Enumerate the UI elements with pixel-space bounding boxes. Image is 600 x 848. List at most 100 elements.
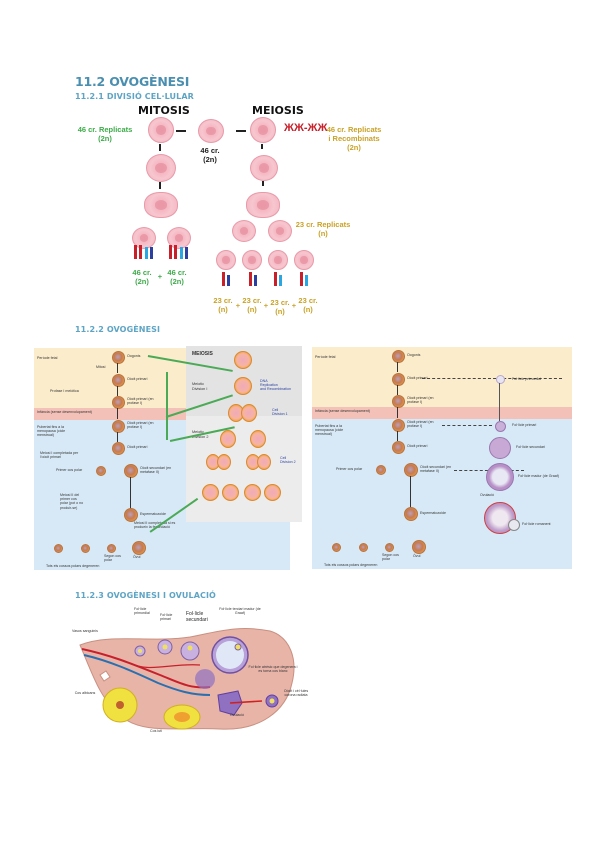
cell-division-1-label: Cell Division 1 xyxy=(272,408,288,416)
footer-label: Tots els cossos polars degeneren xyxy=(324,563,378,567)
bottom-margin xyxy=(34,570,290,576)
cell-label: Segon cos polar xyxy=(382,553,399,562)
connector xyxy=(410,476,411,518)
label-line: (2n) xyxy=(135,277,149,286)
primary-oocyte-cell xyxy=(392,395,405,408)
primary-follicle xyxy=(495,421,506,432)
meiosis-cell xyxy=(217,454,231,470)
chromosome xyxy=(180,247,183,259)
meiosis-gamete-2 xyxy=(242,250,262,270)
label-line: (n) xyxy=(318,229,328,238)
label-line: DNA xyxy=(260,379,268,383)
label-line: (n) xyxy=(275,307,285,316)
chromosome xyxy=(174,245,177,259)
meiosis-result-4: 23 cr. (n) xyxy=(296,296,320,314)
stage-label: Període fetal xyxy=(37,356,58,360)
mature-follicle-label: Fol·licle terciari madur (de Graaf) xyxy=(219,607,261,616)
follicle-nucleus xyxy=(234,643,242,651)
corpus-luteum-center xyxy=(174,712,190,722)
cell-label: Oòcit primari (en profase I) xyxy=(407,420,434,429)
stage-label: Infància (sense desenvolupament) xyxy=(37,410,92,414)
corpus-albicans-label: Cos albicans xyxy=(74,691,96,695)
process-label: Mitosi xyxy=(96,365,106,369)
primordial-follicle xyxy=(496,375,505,384)
polar-body-cell xyxy=(376,465,386,475)
corpus-luteum-center xyxy=(116,701,124,709)
meiotic-division-1-label: Meiotic Division I xyxy=(192,382,208,391)
label-line: 23 cr. xyxy=(213,296,233,305)
artery-branch xyxy=(129,662,201,669)
meiosis-mid-label: 23 cr. Replicats (n) xyxy=(292,220,354,238)
cell-label: Espermatozoide xyxy=(420,511,446,515)
artery xyxy=(81,648,211,689)
meiosis-cell xyxy=(234,351,252,369)
cell-label: Oòcit primari xyxy=(407,376,428,380)
cell-label: Oogonis xyxy=(407,353,421,357)
mitosis-cell-1 xyxy=(148,117,174,143)
mitosis-cell-2 xyxy=(146,154,176,182)
meiosis-cell xyxy=(241,404,257,422)
meiosis-gamete-4 xyxy=(294,250,314,270)
label-line: Cell xyxy=(280,456,287,460)
cell-label: Oòcit secundari (en metafase II) xyxy=(420,465,452,474)
connector xyxy=(397,362,398,372)
label-line: 23 cr. xyxy=(270,298,290,307)
cell-label: Oogonis xyxy=(127,354,141,358)
recombination-chromosomes-icon: ЖЖ-ЖЖ xyxy=(284,122,328,134)
meiosis-cell-1 xyxy=(250,117,276,143)
primary-oocyte-cell xyxy=(112,374,125,387)
connector xyxy=(397,407,398,418)
oogenesis-diagram-right: Període fetal Infància (sense desenvolup… xyxy=(312,347,572,575)
plus-sign: + xyxy=(263,301,269,310)
secondary-follicle xyxy=(180,641,200,661)
cell-label: Espermatozoide xyxy=(140,512,166,516)
plus-sign: + xyxy=(157,272,163,281)
mature-follicle xyxy=(486,463,514,491)
chromosome xyxy=(150,247,153,259)
primary-oocyte-cell xyxy=(392,441,405,454)
atretic-follicle-label: Fol·licle atrèsic que degenera i es torn… xyxy=(248,665,298,674)
oogonium-cell xyxy=(112,351,125,364)
process-label: Meiosi I completada per l'oòcit primari xyxy=(40,451,79,460)
plus-sign: + xyxy=(291,301,297,310)
gamete-cell xyxy=(222,484,239,501)
label-line: 46 cr. xyxy=(200,146,220,155)
label-line: (2n) xyxy=(170,277,184,286)
subsection-title-oogenesis: 11.2.2 OVOGÈNESI xyxy=(75,325,161,334)
chromosome xyxy=(139,245,142,259)
released-oocyte xyxy=(508,519,520,531)
secondary-oocyte-cell xyxy=(124,464,138,478)
oocyte-label: Oòcit i cèl·lules corona radiata xyxy=(283,689,309,698)
footer-label: Tots els cossos polars degeneren xyxy=(46,564,100,568)
meiosis-result-3: 23 cr. (n) xyxy=(268,298,292,316)
cell-label: Oòcit primari (en profase I) xyxy=(127,421,154,430)
meiosis-replicated-label: 46 cr. Replicats i Recombinats (2n) xyxy=(318,125,390,152)
childhood-zone xyxy=(312,407,572,419)
chromosome xyxy=(305,275,308,286)
mitosis-result-2: 46 cr. (2n) xyxy=(163,268,191,286)
dashed-connector xyxy=(442,425,492,426)
label-line: (2n) xyxy=(98,134,112,143)
label-line: Cell xyxy=(272,408,279,412)
arrow-left-icon xyxy=(176,130,186,132)
dashed-connector xyxy=(422,378,562,379)
connector-line xyxy=(166,372,168,440)
fertilized-oocyte-cell xyxy=(404,507,418,521)
follicle-nucleus xyxy=(269,698,275,704)
oogonium-cell xyxy=(392,350,405,363)
vein xyxy=(83,654,211,696)
polar-body-cell xyxy=(107,544,116,553)
secondary-follicle xyxy=(489,437,511,459)
mitosis-daughter-2 xyxy=(167,227,191,249)
chromosome xyxy=(134,245,137,259)
mitosis-result-1: 46 cr. (2n) xyxy=(128,268,156,286)
process-label: Segon cos polar xyxy=(104,554,121,563)
chromosome xyxy=(274,272,277,286)
cell-label: Primer cos polar xyxy=(56,468,83,472)
cell-label: Oòcit primari xyxy=(127,377,148,381)
cell-label: Oòcit secundari (en metafase II) xyxy=(140,466,172,475)
primordial-follicle-label: Fol·licle primordial xyxy=(134,607,150,616)
ovum-cell xyxy=(132,541,146,555)
label-line: 46 cr. Replicats xyxy=(77,125,133,134)
polar-body-cell xyxy=(96,466,106,476)
